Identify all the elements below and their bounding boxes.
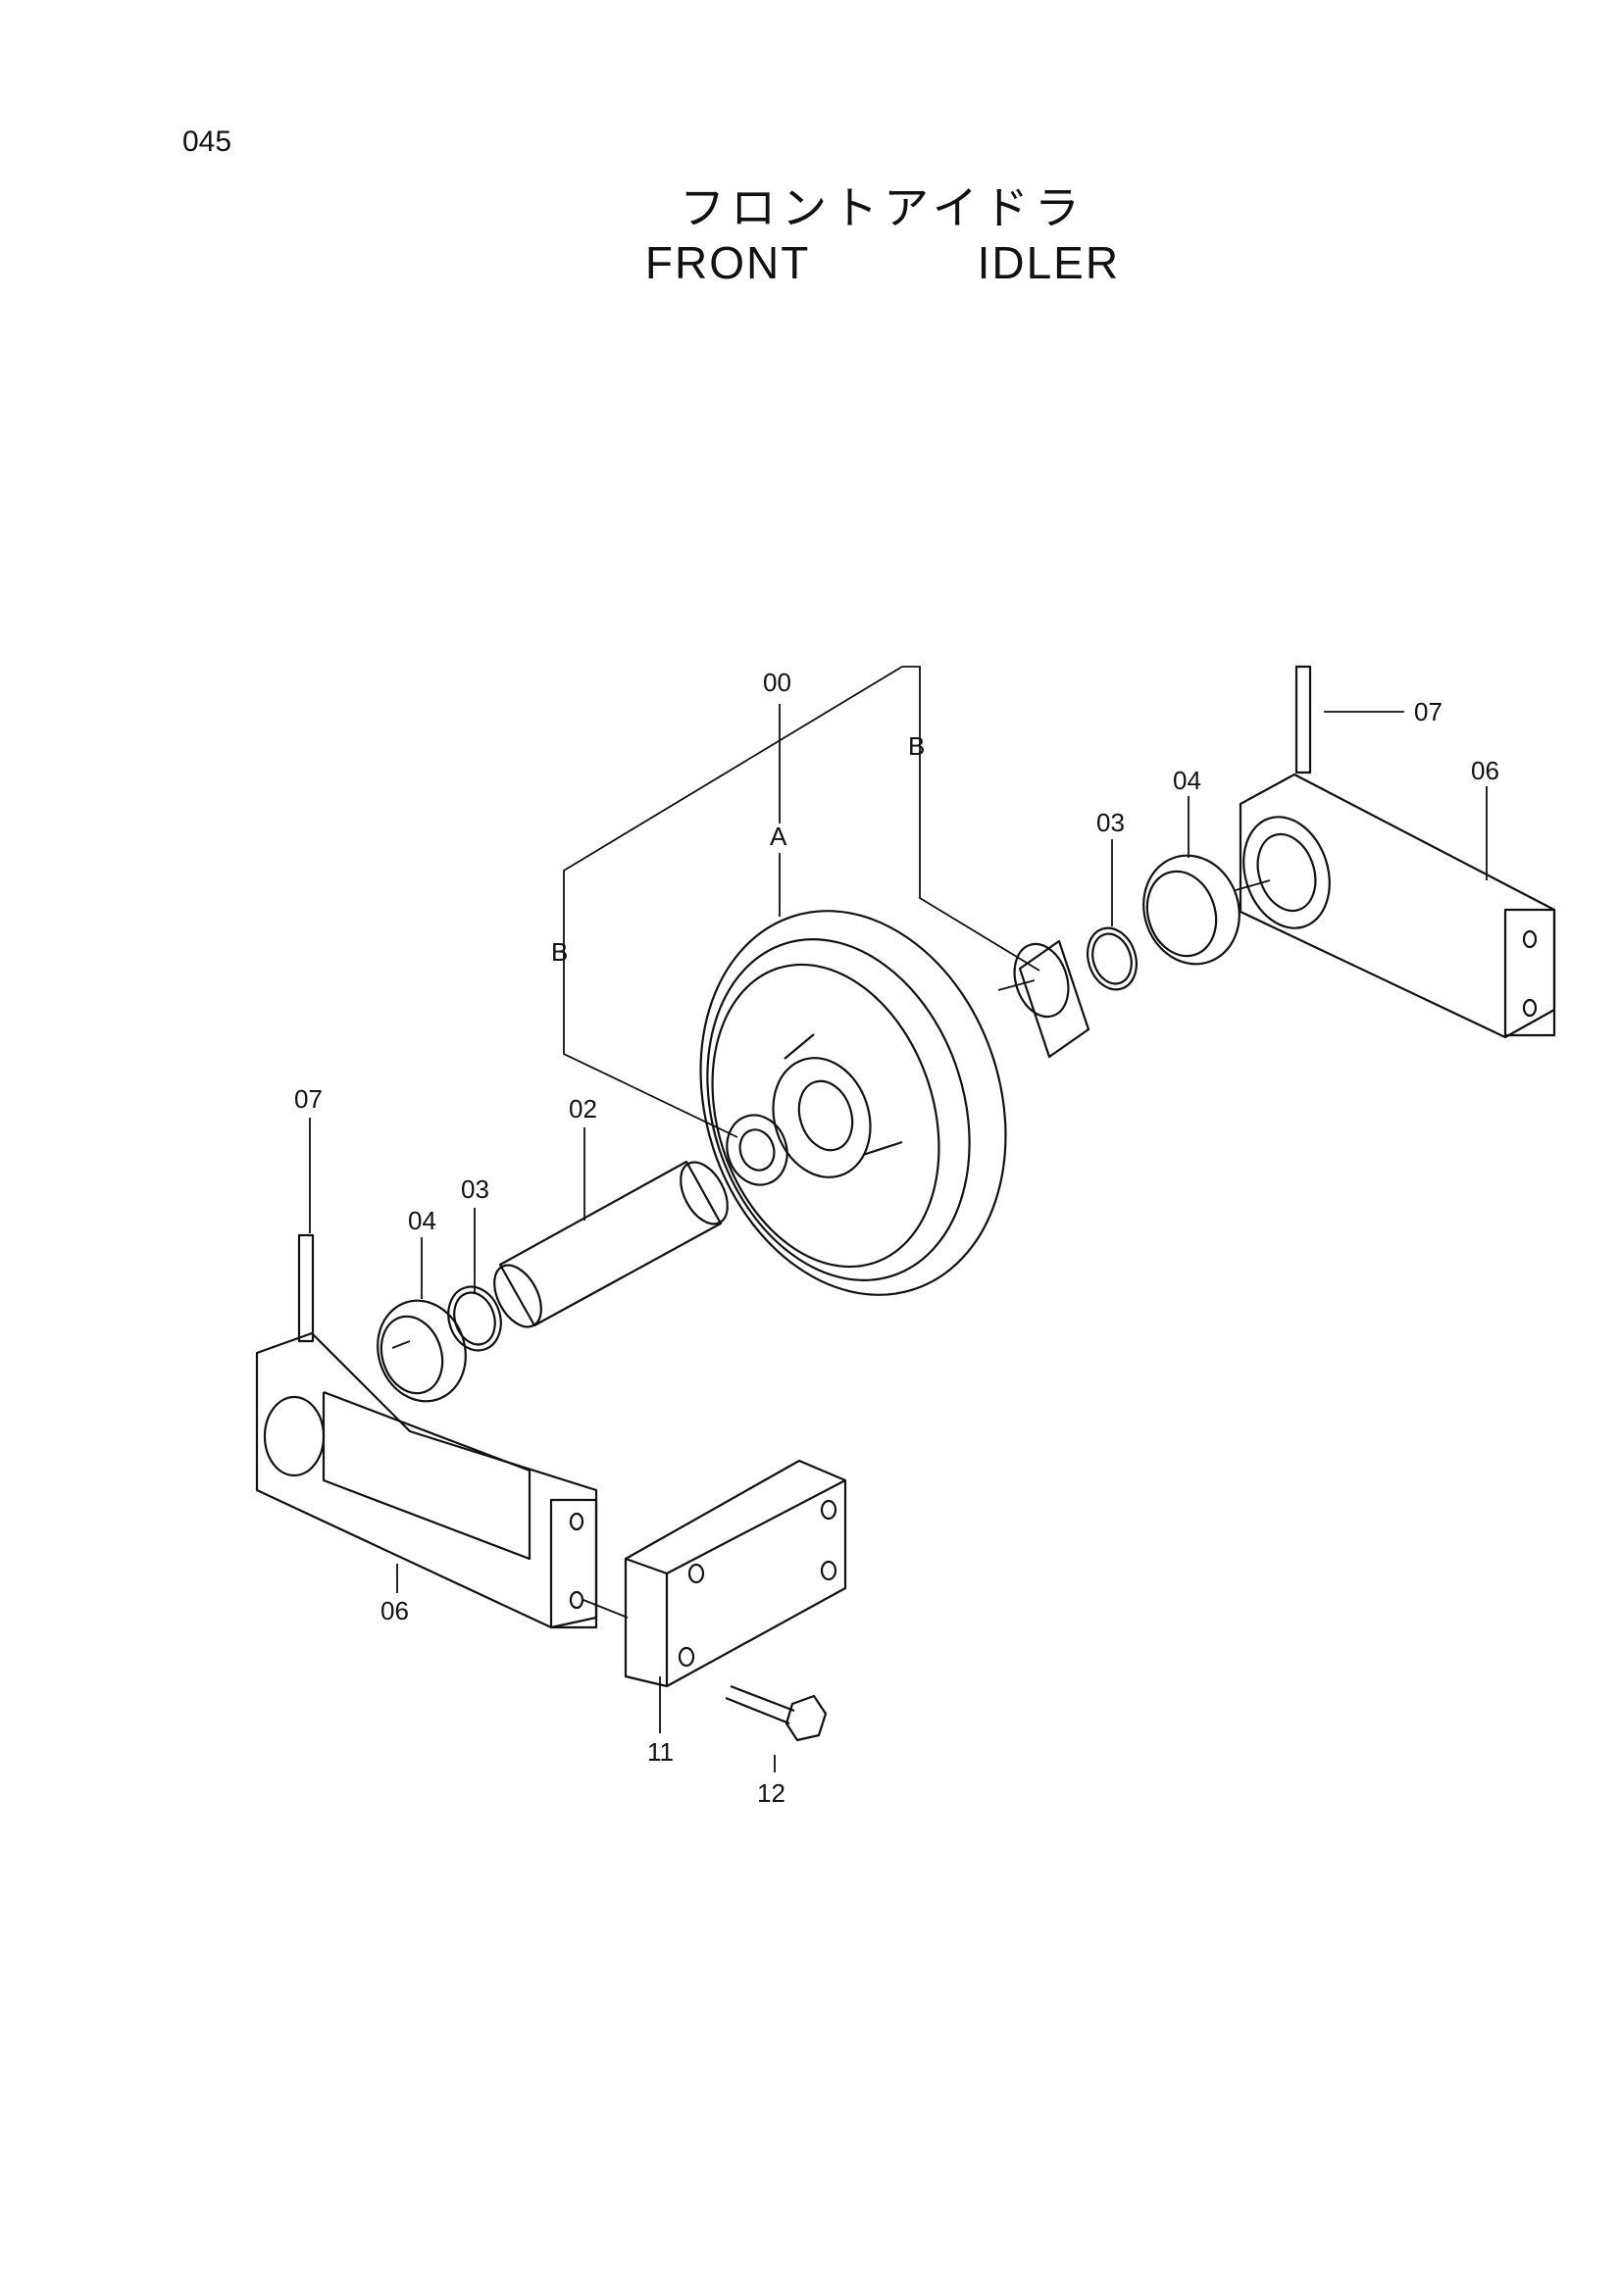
callout-A: A xyxy=(770,822,787,851)
bracket-left-body xyxy=(255,1331,598,1629)
bolt-shank-bottom xyxy=(725,1696,790,1725)
callout-04-left: 04 xyxy=(408,1206,436,1235)
idler-wheel-tread xyxy=(711,963,940,1269)
idler-wheel-rim-outer xyxy=(699,910,1007,1296)
bracket-left xyxy=(255,1331,598,1629)
o-ring-right xyxy=(1087,926,1138,991)
collar-left xyxy=(726,1114,788,1186)
bracket-B-right xyxy=(902,666,1040,972)
bracket-B-frame xyxy=(563,666,903,1138)
seal-left xyxy=(377,1299,467,1403)
bracket-right-end xyxy=(1503,908,1556,1037)
seal-left-outer xyxy=(377,1299,467,1403)
bracket-right-body xyxy=(1239,773,1556,1039)
callout-03-left: 03 xyxy=(461,1174,489,1204)
idler-wheel-spoke-lower xyxy=(862,1140,903,1157)
callout-11: 11 xyxy=(647,1737,674,1767)
page-number: 045 xyxy=(182,125,232,158)
seal-right-inner xyxy=(1145,870,1218,958)
bracket-left-end xyxy=(549,1498,598,1629)
callout-labels: 00 A B B 02 03 03 04 04 06 06 07 07 11 1… xyxy=(294,668,1499,1808)
seal-right xyxy=(1142,854,1240,966)
seal-left-inner xyxy=(380,1315,444,1395)
bolt-shank-top xyxy=(730,1684,795,1713)
o-ring-left-inner xyxy=(453,1291,496,1346)
block-edge xyxy=(625,1479,846,1575)
callout-02: 02 xyxy=(569,1094,597,1123)
block-hole-4 xyxy=(678,1646,695,1668)
o-ring-left-outer xyxy=(447,1285,502,1352)
callout-03-right: 03 xyxy=(1096,808,1125,837)
idler-wheel-rim-inner xyxy=(706,938,971,1281)
bracket-left-hole-2 xyxy=(569,1590,584,1610)
callout-B-left: B xyxy=(551,937,568,967)
block-hole-3 xyxy=(820,1560,837,1581)
o-ring-right-outer xyxy=(1087,926,1138,991)
shaft-body xyxy=(498,1160,723,1327)
callout-B-right: B xyxy=(908,731,925,761)
bracket-right-bore-inner xyxy=(1256,832,1317,913)
lead-axle-left xyxy=(391,1340,411,1349)
callout-06-right: 06 xyxy=(1471,756,1499,785)
bushing-right-body xyxy=(1018,939,1090,1059)
idler-wheel-spoke-upper xyxy=(784,1033,815,1060)
o-ring-right-inner xyxy=(1091,932,1133,985)
block xyxy=(624,1459,847,1688)
collar-left-bore xyxy=(738,1128,776,1172)
idler-wheel-hub xyxy=(772,1057,872,1178)
shaft-end-left xyxy=(493,1264,542,1328)
lead-block-left xyxy=(582,1599,629,1619)
bushing-right-face xyxy=(1013,942,1070,1019)
bracket-left-hole-1 xyxy=(569,1512,584,1531)
shaft-end-right xyxy=(680,1161,729,1225)
bracket-right xyxy=(1239,773,1556,1039)
block-hole-1 xyxy=(687,1563,705,1584)
idler-wheel-hub-bore xyxy=(797,1079,854,1152)
pin-left xyxy=(297,1233,315,1343)
callout-07-right: 07 xyxy=(1414,697,1443,726)
pin-right-body xyxy=(1294,665,1312,774)
bracket-left-slot xyxy=(322,1390,532,1561)
title-japanese: フロントアイドラ xyxy=(680,181,1086,234)
pin-right xyxy=(1294,665,1312,774)
leader-lines xyxy=(309,666,1488,1772)
callout-07-left: 07 xyxy=(294,1084,323,1114)
callout-04-right: 04 xyxy=(1173,766,1201,795)
block-front xyxy=(624,1459,847,1688)
bolt xyxy=(725,1684,828,1742)
title-block: フロントアイドラ FRONT IDLER xyxy=(588,180,1177,290)
block-hole-2 xyxy=(820,1499,837,1521)
bushing-right xyxy=(1013,939,1090,1059)
bracket-right-hole-2 xyxy=(1522,998,1538,1018)
bracket-right-bore xyxy=(1242,816,1331,929)
callout-00: 00 xyxy=(763,668,791,697)
bracket-left-bore xyxy=(263,1395,326,1477)
seal-right-outer xyxy=(1142,854,1240,966)
callout-06-left: 06 xyxy=(380,1596,409,1625)
bracket-right-hole-1 xyxy=(1522,929,1538,949)
bolt-head xyxy=(785,1694,828,1742)
title-english: FRONT IDLER xyxy=(644,237,1121,288)
callout-12: 12 xyxy=(757,1778,785,1808)
idler-wheel xyxy=(699,910,1007,1296)
shaft xyxy=(493,1160,729,1328)
pin-left-body xyxy=(297,1233,315,1343)
